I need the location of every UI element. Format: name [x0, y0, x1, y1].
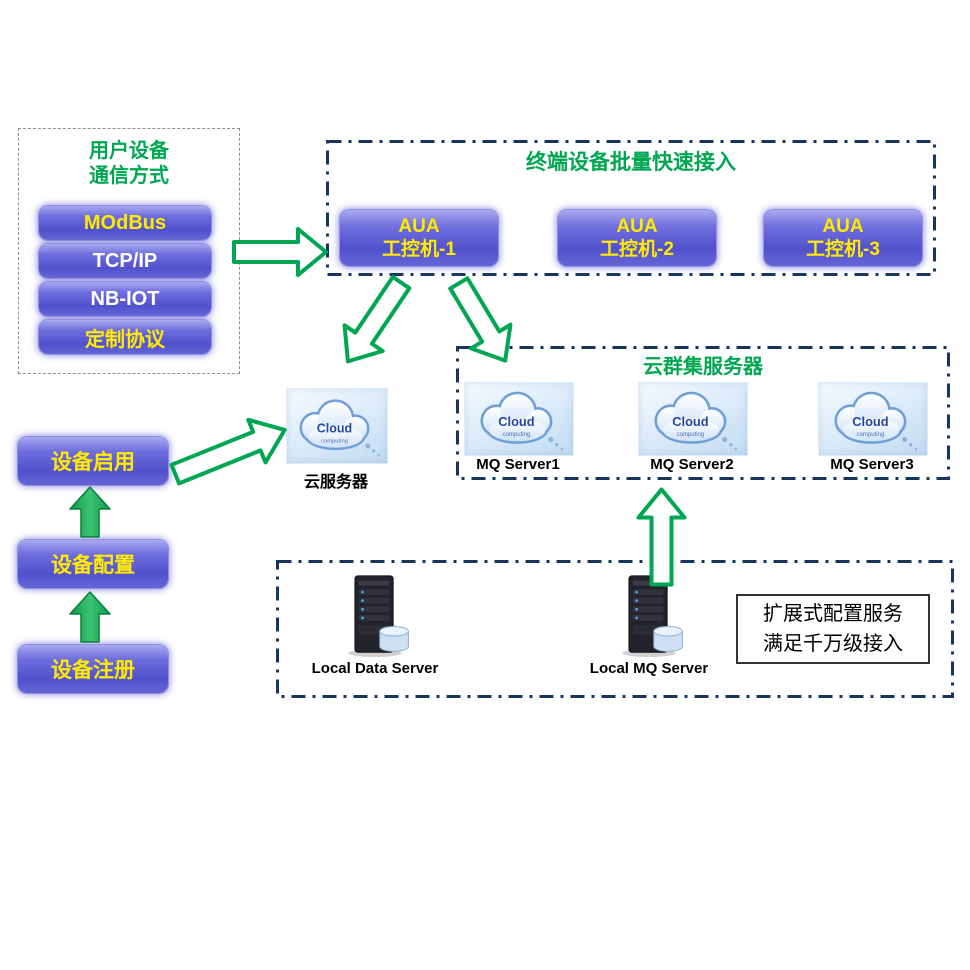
cloud-icon — [465, 383, 573, 455]
cloud-icon — [287, 389, 387, 463]
comm-item-tcpip: TCP/IP — [39, 244, 211, 278]
cloud-server-image — [286, 388, 388, 464]
workflow-device-configure: 设备配置 — [18, 540, 168, 588]
aua-node-2-line2: 工控机-2 — [600, 239, 674, 260]
arrow-configure-to-enable — [69, 486, 111, 538]
user-device-panel-title: 用户设备 通信方式 — [19, 139, 239, 189]
cluster-panel-border — [456, 346, 950, 480]
scaling-note-line2: 满足千万级接入 — [763, 633, 903, 655]
cloud-icon — [819, 383, 927, 455]
local-servers-panel: Local Data Server Local MQ Server 扩展式配置服… — [276, 560, 954, 698]
mq-server1-label: MQ Server1 — [476, 456, 560, 473]
aua-node-3-line1: AUA — [822, 215, 864, 237]
scaling-note-box: 扩展式配置服务 满足千万级接入 — [736, 594, 930, 664]
user-device-panel: 用户设备 通信方式 MOdBus TCP/IP NB-IOT 定制协议 — [18, 128, 240, 374]
comm-item-modbus: MOdBus — [39, 206, 211, 240]
cluster-panel-title: 云群集服务器 — [643, 356, 763, 378]
scaling-note-line1: 扩展式配置服务 — [763, 603, 903, 625]
aua-node-3-line2: 工控机-3 — [806, 239, 880, 260]
aua-node-1-line1: AUA — [398, 215, 440, 237]
workflow-device-enable: 设备启用 — [18, 437, 168, 485]
comm-item-nbiot: NB-IOT — [39, 282, 211, 316]
local-data-server-icon — [332, 572, 418, 658]
aua-node-1-line2: 工控机-1 — [382, 239, 456, 260]
cloud-server-label: 云服务器 — [303, 474, 368, 491]
arrow-comm-to-aua1 — [232, 227, 328, 277]
arrow-aua1-to-cloud-server — [342, 275, 412, 364]
arrow-enable-to-cloud-server — [169, 417, 287, 486]
cloud-icon — [639, 383, 747, 455]
arrow-aua1-to-mq-cluster — [448, 276, 513, 363]
local-data-server-label: Local Data Server — [311, 660, 439, 677]
mq-server2-image — [638, 382, 748, 456]
local-panel-border — [276, 560, 954, 698]
mq-server1-image — [464, 382, 574, 456]
local-mq-server-icon — [606, 572, 692, 658]
mq-server3-label: MQ Server3 — [830, 456, 914, 473]
mq-server2-label: MQ Server2 — [650, 456, 734, 473]
user-device-panel-title-line2: 通信方式 — [89, 165, 169, 187]
aua-node-1: AUA 工控机-1 — [340, 210, 498, 266]
terminal-panel-border — [326, 140, 936, 276]
comm-item-custom-protocol: 定制协议 — [39, 320, 211, 354]
terminal-access-panel: 终端设备批量快速接入 AUA 工控机-1 AUA 工控机-2 AUA 工控机-3 — [326, 140, 936, 276]
arrow-register-to-configure — [69, 591, 111, 643]
user-device-panel-title-line1: 用户设备 — [89, 140, 169, 162]
terminal-panel-title: 终端设备批量快速接入 — [526, 151, 736, 174]
mq-server3-image — [818, 382, 928, 456]
aua-node-2-line1: AUA — [616, 215, 658, 237]
aua-node-3: AUA 工控机-3 — [764, 210, 922, 266]
aua-node-2: AUA 工控机-2 — [558, 210, 716, 266]
cloud-cluster-panel: 云群集服务器 MQ Server1 MQ Server2 MQ Server3 — [456, 346, 950, 480]
workflow-device-register: 设备注册 — [18, 645, 168, 693]
local-mq-server-label: Local MQ Server — [589, 660, 709, 677]
arrow-localmq-to-mq2 — [636, 487, 687, 587]
